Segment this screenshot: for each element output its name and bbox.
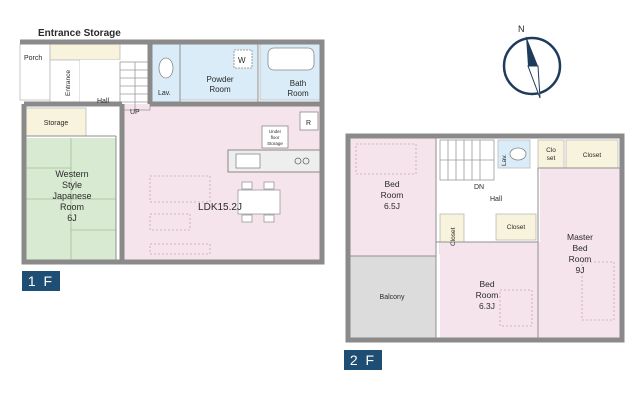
- western-room-label-5: 6J: [67, 213, 77, 223]
- western-room-label-2: Style: [62, 180, 82, 190]
- bed-room-2-fill: [440, 242, 540, 338]
- bed-room-1-label-1: Bed: [384, 179, 399, 189]
- bed-room-1-label-2: Room: [381, 190, 404, 200]
- bath-room-label-1: Bath: [290, 79, 306, 88]
- powder-room-label-2: Room: [209, 85, 231, 94]
- master-bed-room-label-4: 9J: [576, 265, 585, 275]
- up-label: UP: [130, 109, 140, 116]
- ldk-fill: [122, 104, 322, 260]
- compass-needle-south: [527, 65, 541, 99]
- compass-n-label: N: [518, 24, 525, 34]
- floor-2: Lav. Clo set Closet Bed Room 6.5J DN Hal…: [345, 133, 625, 343]
- closet-d-label: Closet: [507, 224, 526, 231]
- compass-needle-north: [526, 36, 538, 66]
- fridge-box: [299, 111, 319, 131]
- balcony-label: Balcony: [380, 294, 405, 301]
- master-bed-room-fill: [540, 168, 620, 338]
- porch-label: Porch: [24, 55, 42, 62]
- bathtub-icon: [267, 47, 315, 71]
- entrance-fill: [49, 59, 81, 105]
- bed-outlines: [355, 143, 615, 327]
- western-room-label-1: Western: [55, 169, 88, 179]
- western-room-label-4: Room: [60, 202, 84, 212]
- closet-d-fill: [495, 213, 537, 241]
- compass: N: [502, 24, 562, 99]
- floor-1-badge: 1 F: [22, 271, 60, 291]
- underfloor-storage-box: [261, 125, 289, 149]
- closet-b-label: Closet: [583, 152, 602, 159]
- ldk-label: LDK15.2J: [198, 202, 242, 213]
- sofa-outline: [149, 175, 211, 255]
- powder-room-label-1: Powder: [206, 75, 233, 84]
- lav-label-1f: Lav.: [158, 90, 171, 97]
- dn-label: DN: [474, 184, 484, 191]
- entrance-storage-fill: [49, 43, 121, 61]
- underfloor-label-2: floor: [271, 135, 280, 140]
- bed-room-2-label-1: Bed: [479, 279, 494, 289]
- hall-label-1f: Hall: [97, 98, 110, 105]
- dining-table: [237, 181, 281, 223]
- entrance-storage-label: Entrance Storage: [38, 28, 121, 39]
- kitchen-counter: [227, 149, 321, 173]
- bed-room-1-fill: [350, 138, 436, 256]
- lav-label-2f: Lav.: [501, 154, 508, 166]
- powder-w-label: W: [238, 56, 246, 65]
- balcony-fill: [350, 256, 436, 338]
- underfloor-label-1: Under: [269, 129, 282, 134]
- walls-1f: [20, 39, 325, 265]
- master-bed-room-label-3: Room: [569, 254, 592, 264]
- bath-room-label-2: Room: [287, 89, 309, 98]
- bed-room-1-label-3: 6.5J: [384, 201, 400, 211]
- master-bed-room-label-2: Bed: [572, 243, 587, 253]
- entrance-label: Entrance: [65, 70, 72, 96]
- toilet-2f-icon: [509, 147, 527, 161]
- porch-fill: [19, 43, 51, 101]
- floor-2-badge: 2 F: [344, 350, 382, 370]
- compass-ring: [502, 36, 562, 96]
- stair-2f: [439, 139, 495, 181]
- underfloor-label-3: Storage: [267, 141, 283, 146]
- hall-label-2f: Hall: [490, 196, 503, 203]
- closet-a-fill: [537, 139, 565, 169]
- master-bed-room-label-1: Master: [567, 232, 593, 242]
- floor-1: Entrance Storage Porch Entrance Hall UP …: [19, 28, 325, 265]
- storage-label: Storage: [44, 120, 69, 127]
- washing-machine-icon: [233, 49, 253, 69]
- tatami-grid: [26, 138, 116, 260]
- closet-c-label: Closet: [450, 227, 457, 246]
- bed-room-2-label-2: Room: [476, 290, 499, 300]
- closet-a-label-2: set: [547, 155, 556, 162]
- closet-b-fill: [565, 139, 619, 169]
- closet-a-label-1: Clo: [546, 147, 556, 154]
- walls-2f: [345, 133, 625, 343]
- western-room-label-3: Japanese: [52, 191, 91, 201]
- bed-room-2-label-3: 6.3J: [479, 301, 495, 311]
- toilet-1f-icon: [158, 57, 174, 79]
- fridge-label: R: [306, 120, 311, 127]
